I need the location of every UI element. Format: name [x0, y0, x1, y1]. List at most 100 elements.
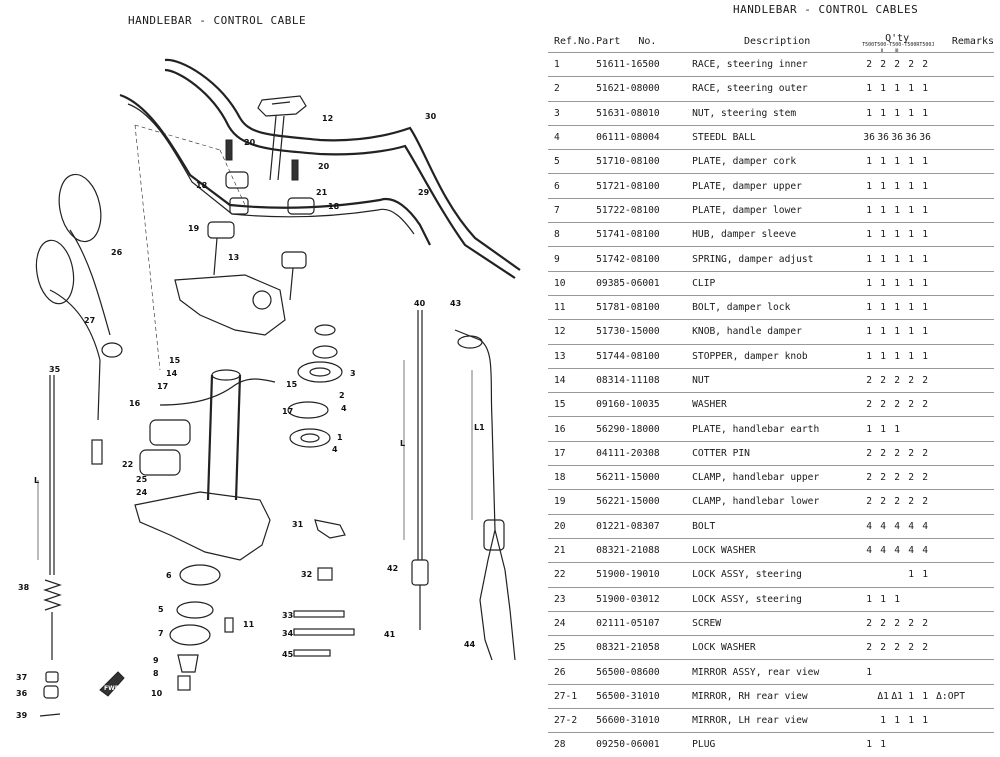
cell-qty: 2 — [922, 447, 929, 459]
cell-qty: 1 — [908, 569, 915, 581]
cell-remarks — [932, 271, 994, 295]
callout: 9 — [153, 656, 159, 665]
cell-description: PLATE, damper lower — [692, 204, 802, 216]
qty-subheader: T500J — [919, 42, 935, 48]
cell-part-no: 56500-08600 — [596, 666, 660, 678]
callout: 30 — [425, 112, 437, 121]
cell-qty: 4 — [908, 520, 915, 532]
cell-qty: 2 — [922, 399, 929, 411]
callout: 32 — [301, 570, 312, 579]
damper-parts — [169, 564, 234, 691]
cell-description: CLIP — [692, 277, 716, 289]
cell-qty: 2 — [922, 472, 929, 484]
parts-table-container: Ref.No. Part No. Description Q'ty T500 T… — [548, 30, 994, 757]
cell-remarks — [932, 514, 994, 538]
cell-remarks — [932, 198, 994, 222]
cell-remarks — [932, 490, 994, 514]
cell-part-no: 02111-05107 — [596, 617, 660, 629]
cell-remarks — [932, 174, 994, 198]
callout: 18 — [328, 202, 340, 211]
cell-part-no: 51621-08000 — [596, 83, 660, 95]
cell-part-no: 56290-18000 — [596, 423, 660, 435]
callout: 24 — [136, 488, 148, 497]
cell-qty: 1 — [894, 302, 901, 314]
cell-qty: 4 — [880, 520, 887, 532]
cell-qty: 2 — [866, 375, 873, 386]
cell-qty: 1 — [908, 253, 915, 265]
callout: 31 — [292, 520, 304, 529]
earth-cable-16 — [159, 378, 276, 406]
cell-qty: 1 — [880, 739, 887, 751]
callout: 17 — [157, 382, 168, 391]
cell-qty: 4 — [866, 545, 873, 557]
cell-qty: 2 — [894, 472, 901, 484]
cell-qty: 36 — [877, 132, 889, 144]
cell-remarks — [932, 441, 994, 465]
dim-label-l-mid: L — [400, 439, 405, 448]
cell-qty: 2 — [866, 617, 873, 629]
cell-qty: 1 — [880, 326, 887, 338]
cell-description: LOCK ASSY, steering — [692, 593, 802, 605]
cell-remarks — [932, 368, 994, 392]
cell-qty: 2 — [922, 642, 929, 654]
cell-qty: 2 — [880, 472, 887, 484]
cell-qty: 1 — [922, 253, 929, 265]
cell-part-no: 09160-10035 — [596, 399, 660, 411]
cell-qty: 1 — [894, 229, 901, 241]
cell-qty: 1 — [866, 593, 873, 605]
cell-qty: 1 — [880, 156, 887, 168]
cell-qty: 1 — [880, 83, 887, 95]
dim-label-l-left: L — [34, 476, 39, 485]
cell-qty: 1 — [922, 277, 929, 289]
cell-qty: 2 — [866, 472, 873, 484]
qty-subheaders: T500 T500-Ⅱ T500-Ⅲ T500R T500J — [862, 42, 935, 54]
cell-part-no: 09385-06001 — [596, 277, 660, 289]
cell-ref-no: 1 — [554, 59, 560, 71]
cell-qty: 2 — [880, 642, 887, 654]
callout: 19 — [188, 224, 200, 233]
cell-qty: 2 — [894, 447, 901, 459]
cell-part-no: 51722-08100 — [596, 204, 660, 216]
cell-qty: 1 — [922, 156, 929, 168]
cell-qty: 1 — [922, 83, 929, 95]
cell-remarks — [932, 295, 994, 319]
cell-ref-no: 19 — [554, 496, 566, 508]
header-qty: Q'ty — [885, 32, 910, 44]
handlebar-clamps — [207, 139, 315, 301]
cell-qty: 1 — [866, 204, 873, 216]
cell-part-no: 08321-21058 — [596, 642, 660, 654]
cell-qty: 2 — [894, 617, 901, 629]
callout: 4 — [341, 404, 347, 413]
cell-qty: 1 — [894, 107, 901, 119]
cell-qty: 1 — [922, 107, 929, 119]
cell-description: RACE, steering inner — [692, 59, 808, 71]
cell-remarks — [932, 125, 994, 149]
cell-qty: 2 — [866, 447, 873, 459]
cell-ref-no: 7 — [554, 204, 560, 216]
cell-ref-no: 5 — [554, 156, 560, 168]
cell-ref-no: 26 — [554, 666, 566, 678]
handlebar-bar-29 — [119, 93, 431, 246]
cell-description: MIRROR, LH rear view — [692, 715, 808, 727]
cell-ref-no: 8 — [554, 229, 560, 241]
cell-qty: 1 — [894, 326, 901, 338]
callout: 17 — [282, 407, 293, 416]
cell-description: STOPPER, damper knob — [692, 350, 808, 362]
cell-qty: 1 — [894, 715, 901, 727]
cell-qty: 1 — [908, 326, 915, 338]
cell-qty: 1 — [866, 326, 873, 338]
cell-part-no: 51900-03012 — [596, 593, 660, 605]
cell-qty: 2 — [908, 399, 915, 411]
callout: 21 — [316, 188, 328, 197]
cell-qty: 1 — [880, 229, 887, 241]
cell-ref-no: 12 — [554, 326, 566, 338]
callout: 5 — [158, 605, 164, 614]
